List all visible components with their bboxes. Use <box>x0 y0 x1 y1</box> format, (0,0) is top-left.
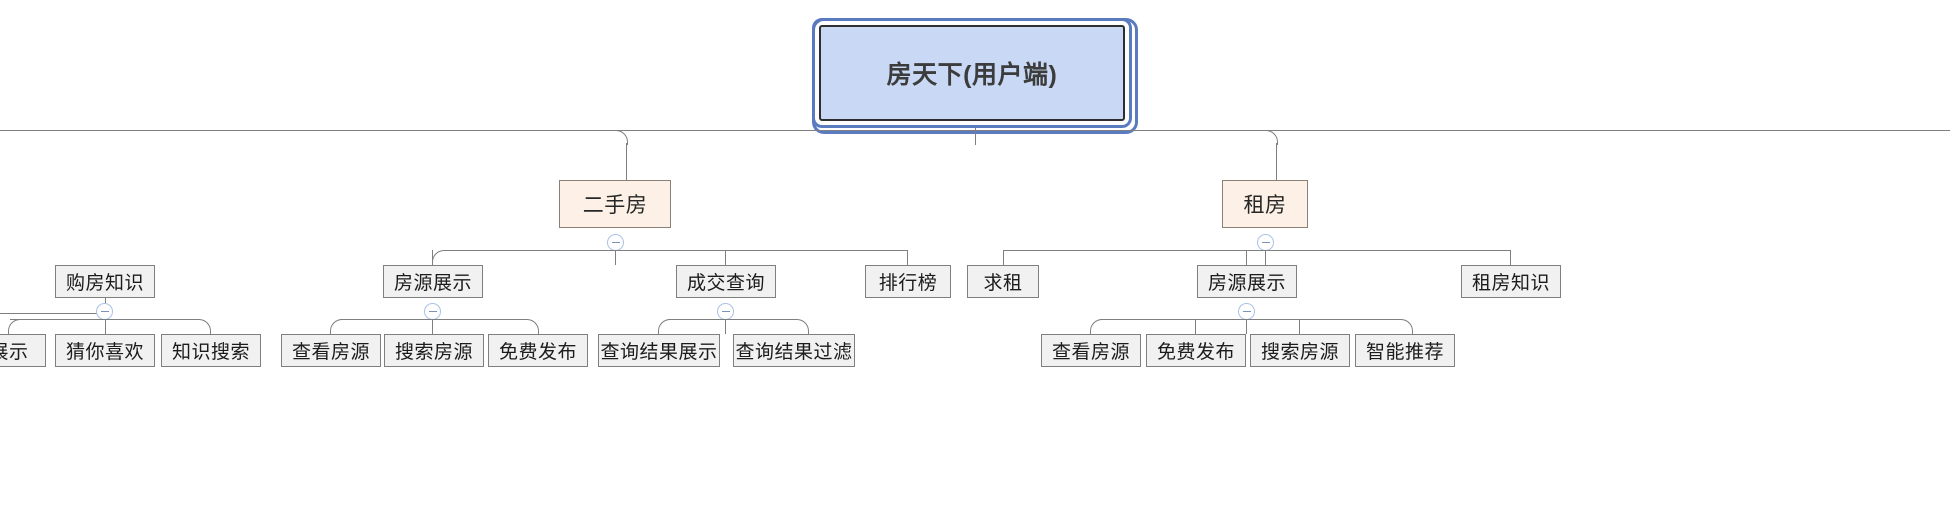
connector-drop-cainixihuan <box>105 319 106 334</box>
node-fangyuanzhanshi-ershoufang-label: 房源展示 <box>393 273 472 294</box>
leaf-chaxunjieguozhanshi[interactable]: 查询结果展示 <box>598 334 720 367</box>
minus-icon <box>611 242 620 243</box>
connector-rail-ershoufang <box>445 250 908 251</box>
connector-rail-offscreen-left <box>0 313 106 314</box>
leaf-chakanfangyuan-ershoufang[interactable]: 查看房源 <box>281 334 381 367</box>
connector-elbow-chaxunjieguozhanshi <box>658 319 673 335</box>
leaf-chaxunjieguoguolv[interactable]: 查询结果过滤 <box>733 334 855 367</box>
connector-drop-paihangbang <box>907 250 908 265</box>
connector-drop-suosuofangyuan-b <box>1299 319 1300 334</box>
leaf-chakanfangyuan-zufang-label: 查看房源 <box>1051 342 1130 363</box>
leaf-zhinengtuijian-label: 智能推荐 <box>1365 342 1444 363</box>
connector-stem-fangyuanzhanshi-b-leaves <box>1246 320 1247 334</box>
connector-main-rail <box>0 130 1950 131</box>
connector-elbow-zhinengtuijian <box>1398 319 1413 335</box>
connector-stem-chengjiaochaxun-leaves <box>725 320 726 334</box>
node-goufangzhishi-label: 购房知识 <box>65 273 144 294</box>
leaf-zhishisousuo[interactable]: 知识搜索 <box>161 334 261 367</box>
leaf-mianfeifabu-ershoufang[interactable]: 免费发布 <box>488 334 588 367</box>
node-zufangzhishi-label: 租房知识 <box>1471 273 1550 294</box>
node-fangyuanzhanshi-zufang-label: 房源展示 <box>1207 273 1286 294</box>
minus-icon <box>721 311 730 312</box>
collapse-toggle-goufangzhishi[interactable] <box>96 303 113 320</box>
connector-rail-fangyuanzhanshi-b-leaves <box>1100 319 1400 320</box>
leaf-chakanfangyuan-zufang[interactable]: 查看房源 <box>1041 334 1141 367</box>
collapse-toggle-ershoufang[interactable] <box>607 234 624 251</box>
connector-drop-ershoufang <box>626 143 627 180</box>
root-node[interactable]: 房天下(用户端) <box>812 18 1132 128</box>
branch-node-ershoufang[interactable]: 二手房 <box>559 180 671 228</box>
connector-elbow-fangyuanzhanshi-a <box>432 250 447 265</box>
node-chengjiaochaxun[interactable]: 成交查询 <box>676 265 776 298</box>
connector-elbow-zhanshi <box>8 319 23 335</box>
node-paihangbang-label: 排行榜 <box>878 273 938 294</box>
minus-icon <box>1242 311 1251 312</box>
connector-elbow-zufang <box>1253 130 1278 145</box>
leaf-mianfeifabu-zufang[interactable]: 免费发布 <box>1146 334 1246 367</box>
leaf-zhinengtuijian[interactable]: 智能推荐 <box>1355 334 1455 367</box>
branch-node-ershoufang-label: 二手房 <box>582 194 648 217</box>
node-zufangzhishi[interactable]: 租房知识 <box>1461 265 1561 298</box>
leaf-zhishisousuo-label: 知识搜索 <box>171 342 250 363</box>
connector-root-stem <box>975 128 976 145</box>
connector-drop-fangyuanzhanshi-b <box>1246 250 1247 265</box>
collapse-toggle-chengjiaochaxun[interactable] <box>717 303 734 320</box>
collapse-toggle-fangyuanzhanshi-ershoufang[interactable] <box>424 303 441 320</box>
connector-drop-chengjiaochaxun <box>725 250 726 265</box>
leaf-chaxunjieguozhanshi-label: 查询结果展示 <box>600 342 718 363</box>
connector-elbow-chakanfangyuan-a <box>330 319 345 335</box>
collapse-toggle-fangyuanzhanshi-zufang[interactable] <box>1238 303 1255 320</box>
leaf-suosuofangyuan-zufang[interactable]: 搜索房源 <box>1250 334 1350 367</box>
branch-node-zufang-label: 租房 <box>1243 194 1287 217</box>
leaf-suosuofangyuan-ershoufang-label: 搜索房源 <box>394 342 473 363</box>
leaf-cainixihuan-label: 猜你喜欢 <box>65 342 144 363</box>
leaf-zhanshi[interactable]: 展示 <box>0 334 46 367</box>
leaf-chaxunjieguoguolv-label: 查询结果过滤 <box>735 342 853 363</box>
connector-stem-ershoufang-to-rail <box>615 251 616 265</box>
leaf-suosuofangyuan-zufang-label: 搜索房源 <box>1260 342 1339 363</box>
leaf-zhanshi-label: 展示 <box>0 342 29 363</box>
minus-icon <box>100 311 109 312</box>
connector-drop-zufangzhishi <box>1510 250 1511 265</box>
connector-drop-zufang <box>1276 143 1277 180</box>
leaf-mianfeifabu-ershoufang-label: 免费发布 <box>498 342 577 363</box>
minus-icon <box>1261 242 1270 243</box>
connector-elbow-chaxunjieguoguolv <box>794 319 809 335</box>
connector-drop-mianfeifabu-b <box>1195 319 1196 334</box>
leaf-cainixihuan[interactable]: 猜你喜欢 <box>55 334 155 367</box>
node-qiuzu[interactable]: 求租 <box>967 265 1039 298</box>
connector-elbow-zhishisousuo <box>196 319 211 335</box>
leaf-suosuofangyuan-ershoufang[interactable]: 搜索房源 <box>384 334 484 367</box>
connector-stem-zufang-to-rail <box>1265 251 1266 265</box>
node-qiuzu-label: 求租 <box>983 273 1023 294</box>
node-chengjiaochaxun-label: 成交查询 <box>686 273 765 294</box>
connector-rail-zufang <box>1003 250 1511 251</box>
connector-elbow-ershoufang <box>603 130 628 145</box>
leaf-mianfeifabu-zufang-label: 免费发布 <box>1156 342 1235 363</box>
node-paihangbang[interactable]: 排行榜 <box>865 265 951 298</box>
node-goufangzhishi[interactable]: 购房知识 <box>55 265 155 298</box>
connector-rail-chengjiaochaxun-leaves <box>668 319 796 320</box>
node-fangyuanzhanshi-zufang[interactable]: 房源展示 <box>1197 265 1297 298</box>
minus-icon <box>428 311 437 312</box>
connector-drop-suosuofangyuan-a <box>432 319 433 334</box>
branch-node-zufang[interactable]: 租房 <box>1222 180 1308 228</box>
node-fangyuanzhanshi-ershoufang[interactable]: 房源展示 <box>383 265 483 298</box>
connector-elbow-chakanfangyuan-b <box>1090 319 1105 335</box>
leaf-chakanfangyuan-ershoufang-label: 查看房源 <box>291 342 370 363</box>
collapse-toggle-zufang[interactable] <box>1257 234 1274 251</box>
connector-drop-qiuzu <box>1003 250 1004 265</box>
root-node-label: 房天下(用户端) <box>886 61 1058 89</box>
connector-elbow-mianfeifabu-a <box>524 319 539 335</box>
